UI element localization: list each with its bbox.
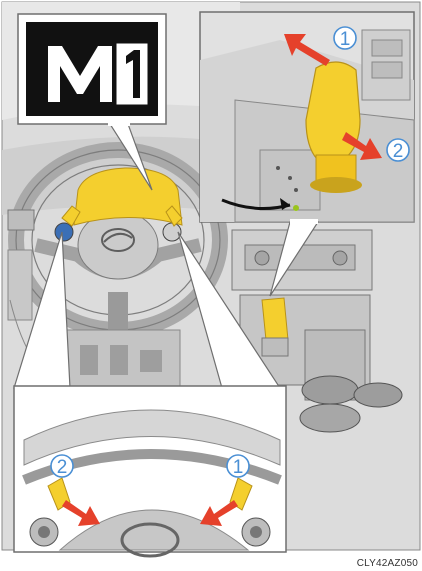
left-wheel-control-icon (55, 223, 73, 241)
shift-knob-icon (306, 62, 360, 162)
image-code: CLY42AZ050 (357, 558, 418, 569)
callout-paddle-right-label: 1 (233, 457, 244, 478)
callout-shift-up-label: 1 (340, 29, 351, 50)
meter-highlight (74, 168, 182, 225)
callout-paddle-left-label: 2 (57, 457, 68, 478)
pedal-area (60, 330, 180, 390)
callout-shift-down-label: 2 (393, 141, 404, 162)
